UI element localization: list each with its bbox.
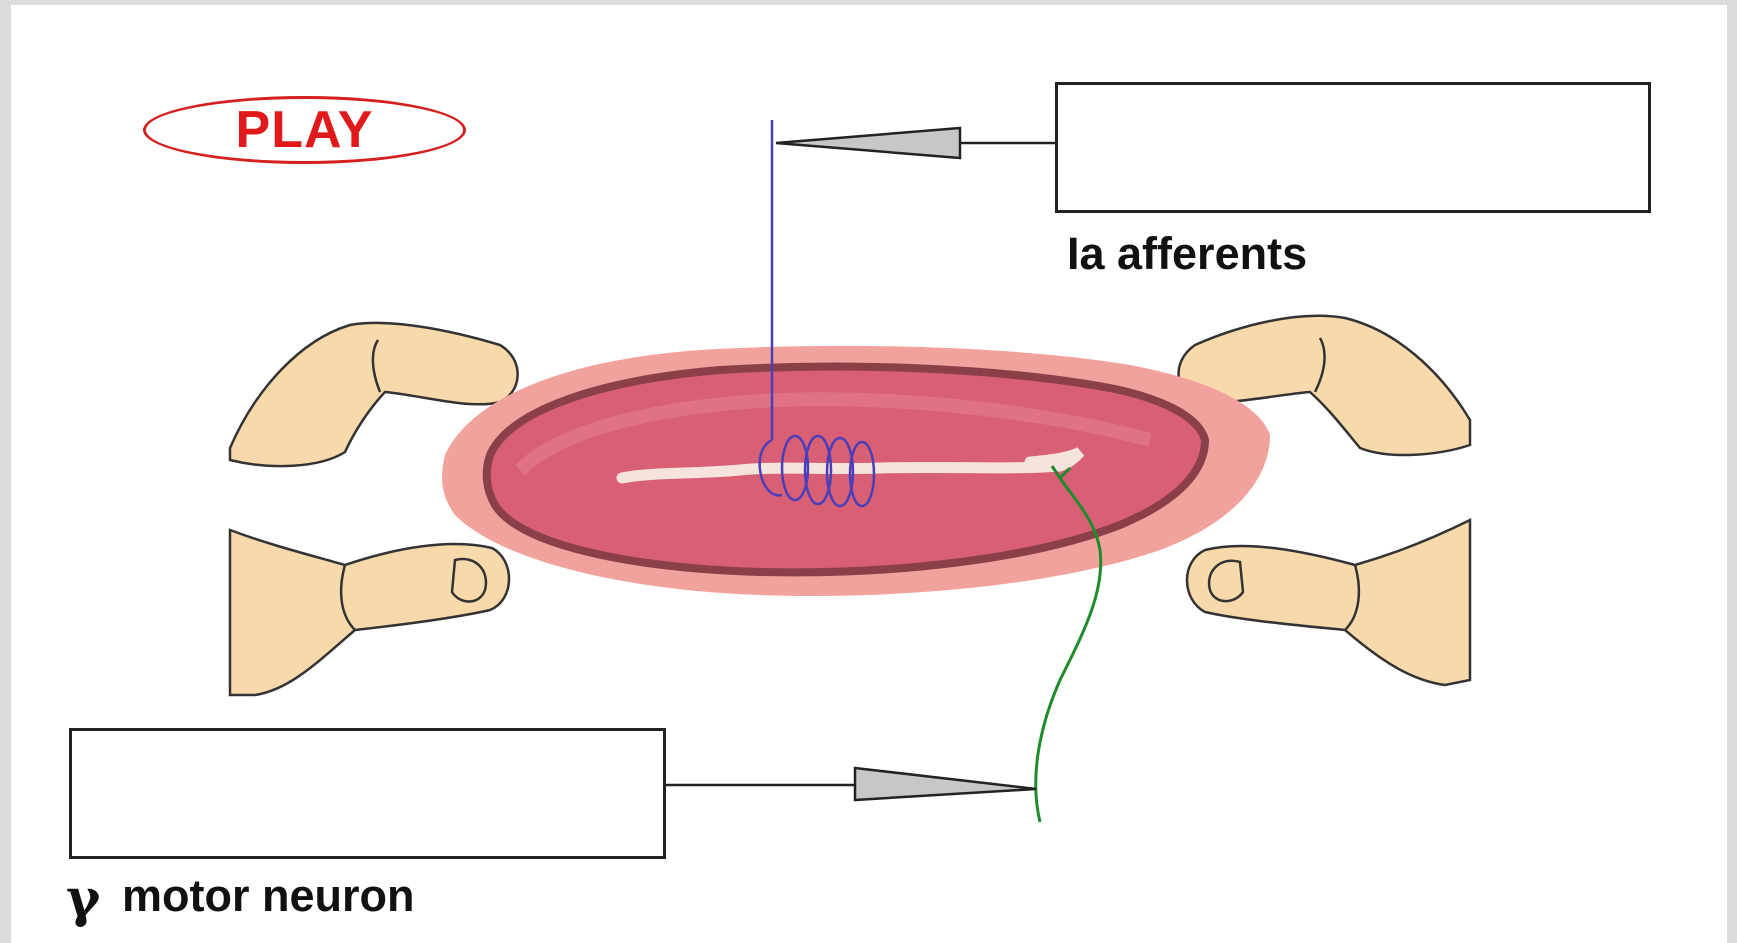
gamma-motor-answer-box[interactable] [69,728,666,859]
afferent-pointer-arrow [776,128,1055,158]
ia-afferent-label: Ia afferents [1067,228,1307,280]
left-lower-hand [230,530,509,695]
motor-pointer-arrow [666,768,1036,800]
gamma-symbol: γ [66,868,100,929]
right-lower-hand [1187,520,1470,685]
play-button[interactable]: PLAY [143,96,466,164]
gamma-motor-label: motor neuron [122,870,414,922]
ia-afferent-answer-box[interactable] [1055,82,1651,213]
play-button-label: PLAY [236,100,374,160]
